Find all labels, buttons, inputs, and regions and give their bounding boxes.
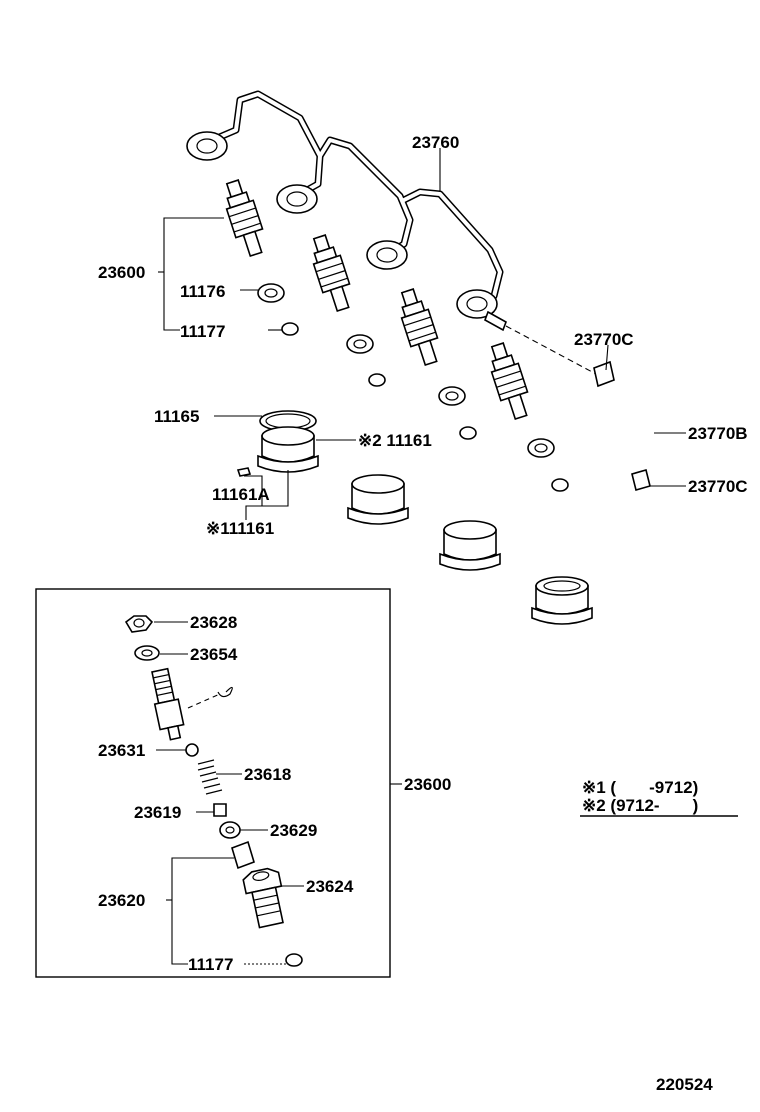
part-labels: 23760 23600 11176 11177 23770C 23770B 23… [98, 133, 748, 974]
nozzle-retaining-nut [242, 867, 284, 929]
note-1: ※1 ( -9712) [582, 778, 698, 797]
label-23600-box: 23600 [404, 775, 451, 794]
injector-nozzles [225, 179, 529, 421]
holder-seal [347, 474, 409, 525]
holder-seal [257, 426, 319, 473]
label-11161-s1: ※111161 [206, 519, 274, 538]
label-11161a: 11161A [212, 485, 270, 504]
label-23619: 23619 [134, 803, 181, 822]
label-11161-s2: ※2 11161 [358, 431, 432, 450]
label-23631: 23631 [98, 741, 145, 760]
nozzle-washers [257, 283, 569, 492]
injector-nozzle [225, 179, 264, 258]
label-11176: 11176 [180, 282, 225, 301]
label-23760: 23760 [412, 133, 459, 152]
label-23628: 23628 [190, 613, 237, 632]
label-11177-bottom: 11177 [188, 955, 233, 974]
injector-nozzle [400, 288, 439, 367]
label-11177-top: 11177 [180, 322, 225, 341]
holder-seal [531, 576, 593, 625]
diagram-code: 220524 [656, 1075, 713, 1094]
label-23770b: 23770B [688, 424, 748, 443]
label-23624: 23624 [306, 877, 354, 896]
label-11165: 11165 [154, 407, 199, 426]
leader-lines [154, 148, 738, 965]
label-23600-top: 23600 [98, 263, 145, 282]
injection-pipe-set [186, 90, 507, 332]
applicability-notes: ※1 ( -9712) ※2 (9712- ) [582, 778, 698, 815]
nozzle-holder-body [151, 667, 185, 741]
label-23654: 23654 [190, 645, 238, 664]
label-23618: 23618 [244, 765, 291, 784]
nozzle-holder-breakdown-box [35, 588, 391, 978]
leak-off-hose [505, 325, 660, 491]
label-23629: 23629 [270, 821, 317, 840]
nozzle-holder-seals [236, 410, 593, 625]
nozzle-holder-parts [124, 615, 303, 967]
label-23620: 23620 [98, 891, 145, 910]
label-23770c-top: 23770C [574, 330, 634, 349]
note-2: ※2 (9712- ) [582, 796, 698, 815]
holder-seal [439, 520, 501, 571]
label-23770c-bottom: 23770C [688, 477, 748, 496]
injector-nozzle [490, 342, 529, 421]
injector-nozzle [312, 234, 351, 313]
